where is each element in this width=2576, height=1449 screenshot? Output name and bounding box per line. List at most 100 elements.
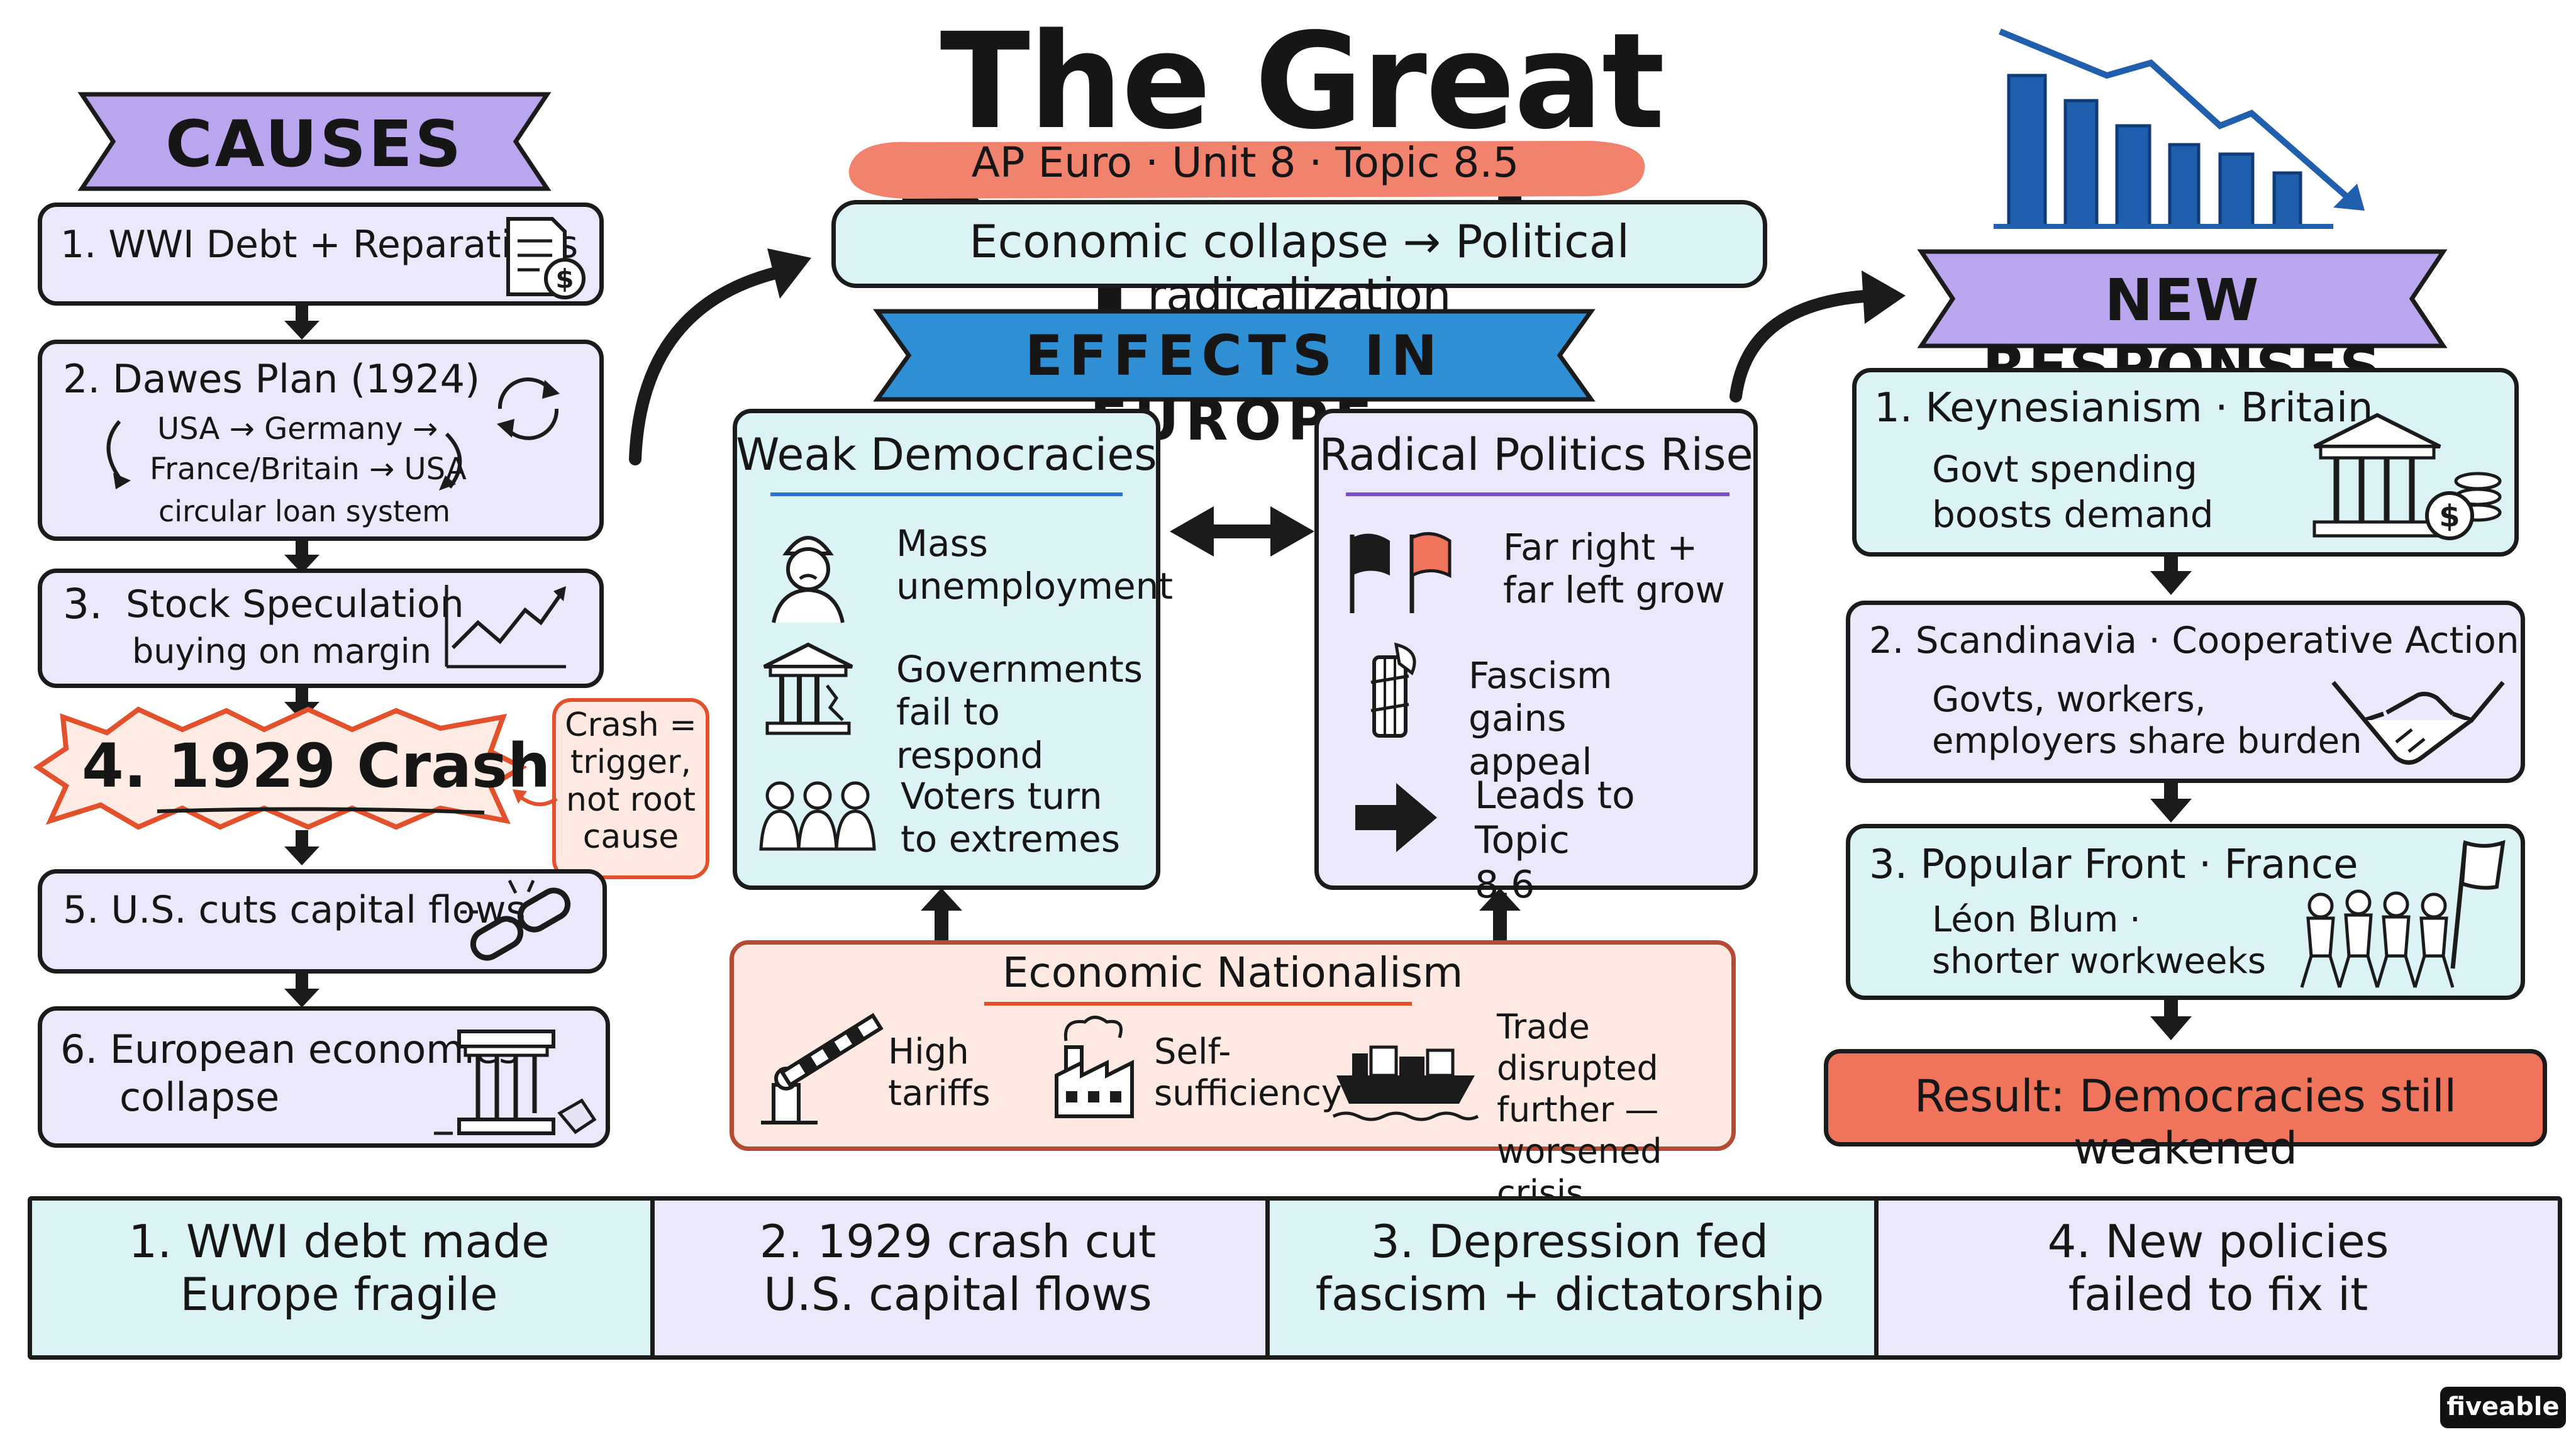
summary-2-line1: 2. 1929 crash cut [759, 1215, 1157, 1268]
svg-text:$: $ [2439, 499, 2460, 534]
summary-4-line1: 4. New policies [2047, 1215, 2389, 1268]
radical-item-1: Far right + far left grow [1503, 526, 1725, 612]
arrow-response-1-2 [2150, 553, 2192, 595]
weak-item-2: Governments fail to respond [896, 648, 1143, 777]
cracked-government-icon [763, 642, 853, 735]
curved-arrow-to-thesis [629, 248, 811, 465]
result-box [1824, 1049, 2547, 1146]
next-topic-arrow-icon [1355, 783, 1437, 852]
thesis-banner [831, 200, 1767, 288]
summary-1-line2: Europe fragile [180, 1268, 498, 1321]
response-2-line2: employers share burden [1932, 721, 2362, 762]
broken-chain-icon [459, 879, 571, 961]
invoice-icon: $ [506, 217, 586, 299]
response-2-box [1846, 601, 2525, 783]
voters-group-icon [759, 781, 876, 851]
weak-item-3: Voters turn to extremes [901, 775, 1121, 861]
crash-callout-text: Crash = trigger, not root cause [565, 706, 697, 856]
economic-nationalism-title: Economic Nationalism [1002, 948, 1463, 997]
summary-3-line1: 3. Depression fed [1370, 1215, 1769, 1268]
response-3-box [1846, 824, 2525, 1000]
rising-chart-icon [445, 585, 566, 669]
cause-2-line1: USA → Germany → [157, 411, 438, 447]
flags-icon [1350, 532, 1452, 613]
summary-1-line1: 1. WWI debt made [128, 1215, 550, 1268]
nationalism-item-3: Trade disrupted further — worsened crisi… [1497, 1007, 1662, 1213]
cause-3-label: Stock Speculation [126, 582, 464, 626]
causes-ribbon [77, 92, 552, 191]
crash-callout [552, 698, 709, 879]
summary-3-line2: fascism + dictatorship [1315, 1268, 1824, 1321]
handshake-icon [2331, 680, 2505, 765]
summary-cell-3 [1270, 1201, 1879, 1355]
causes-heading: CAUSES [165, 107, 464, 182]
radical-item-3: Leads to Topic 8.6 [1475, 774, 1635, 907]
radical-item-2: Fascism gains appeal [1468, 654, 1613, 783]
barrier-gate-icon [761, 1013, 884, 1124]
arrow-response-2-3 [2150, 781, 2192, 823]
declining-chart-icon [1994, 28, 2365, 229]
weak-title-underline [770, 492, 1123, 496]
summary-cell-4 [1879, 1201, 2558, 1355]
crash-burst [33, 706, 528, 830]
response-1-line2: boosts demand [1932, 493, 2214, 536]
subtitle: AP Euro · Unit 8 · Topic 8.5 [971, 138, 1519, 187]
cargo-ship-icon [1332, 1045, 1479, 1121]
cause-3-number: 3. [63, 580, 103, 628]
fasces-icon [1370, 642, 1416, 738]
responses-ribbon [1917, 249, 2448, 348]
arrow-cause-1-2 [284, 304, 319, 340]
arrow-cause-5-6 [284, 972, 319, 1008]
response-1-line1: Govt spending [1932, 448, 2197, 491]
curved-arrow-to-responses [1729, 270, 1906, 402]
unemployed-worker-icon [772, 536, 845, 623]
weak-item-1: Mass unemployment [896, 522, 1174, 608]
svg-text:$: $ [555, 264, 574, 294]
cause-2-box [38, 340, 604, 541]
recycle-icon [497, 377, 560, 440]
response-1-title: 1. Keynesianism · Britain [1874, 385, 2373, 431]
summary-cell-2 [655, 1201, 1270, 1355]
crumbling-column-icon [434, 1030, 597, 1135]
summary-2-line2: U.S. capital flows [763, 1268, 1152, 1321]
cause-2-line3: circular loan system [158, 494, 451, 528]
factory-icon [1055, 1016, 1134, 1118]
cause-4-label: 4. 1929 Crash [82, 731, 551, 801]
response-3-line1: Léon Blum · [1932, 899, 2141, 940]
crash-underline [157, 807, 485, 814]
loop-arrows-icon [106, 420, 462, 491]
brand-label: fiveable [2446, 1392, 2560, 1421]
nationalism-item-1: High tariffs [888, 1031, 991, 1114]
nationalism-item-2: Self-sufficiency [1154, 1031, 1343, 1114]
bank-money-icon: $ [2312, 413, 2502, 540]
brand-badge[interactable] [2440, 1387, 2566, 1428]
subtitle-highlight [848, 141, 1645, 199]
radical-politics-title: Radical Politics Rise [1319, 429, 1753, 480]
cause-3-line1: buying on margin [132, 631, 432, 671]
arrow-response-3-result [2150, 999, 2192, 1040]
response-2-line1: Govts, workers, [1932, 679, 2206, 720]
arrow-cause-2-3 [284, 538, 319, 574]
callout-pointer-arrow [513, 789, 558, 806]
cause-1-label: 1. WWI Debt + Reparations [60, 223, 579, 267]
cause-2-line2: France/Britain → USA [150, 452, 467, 487]
response-3-title: 3. Popular Front · France [1869, 841, 2358, 888]
cause-2-label: 2. Dawes Plan (1924) [63, 356, 480, 402]
effects-ribbon [873, 309, 1596, 402]
arrow-up-to-weak [921, 888, 962, 942]
cause-5-label: 5. U.S. cuts capital flows [63, 888, 526, 932]
summary-4-line2: failed to fix it [2068, 1268, 2368, 1321]
arrow-up-to-radical [1479, 888, 1521, 942]
arrow-cause-4-5 [284, 830, 319, 865]
response-2-title: 2. Scandinavia · Cooperative Action [1869, 619, 2519, 662]
result-text: Result: Democracies still weakened [1914, 1070, 2457, 1174]
nationalism-title-underline [984, 1002, 1412, 1006]
cause-6-label: 6. European economies [60, 1026, 519, 1072]
weak-democracies-title: Weak Democracies [736, 429, 1157, 480]
thesis-text: Economic collapse → Political radicaliza… [969, 215, 1629, 321]
economic-nationalism-box [730, 940, 1736, 1151]
cause-6-line1: collapse [119, 1074, 280, 1120]
double-arrow [1170, 506, 1314, 557]
marching-crowd-icon [2300, 840, 2506, 988]
radical-title-underline [1346, 492, 1729, 496]
